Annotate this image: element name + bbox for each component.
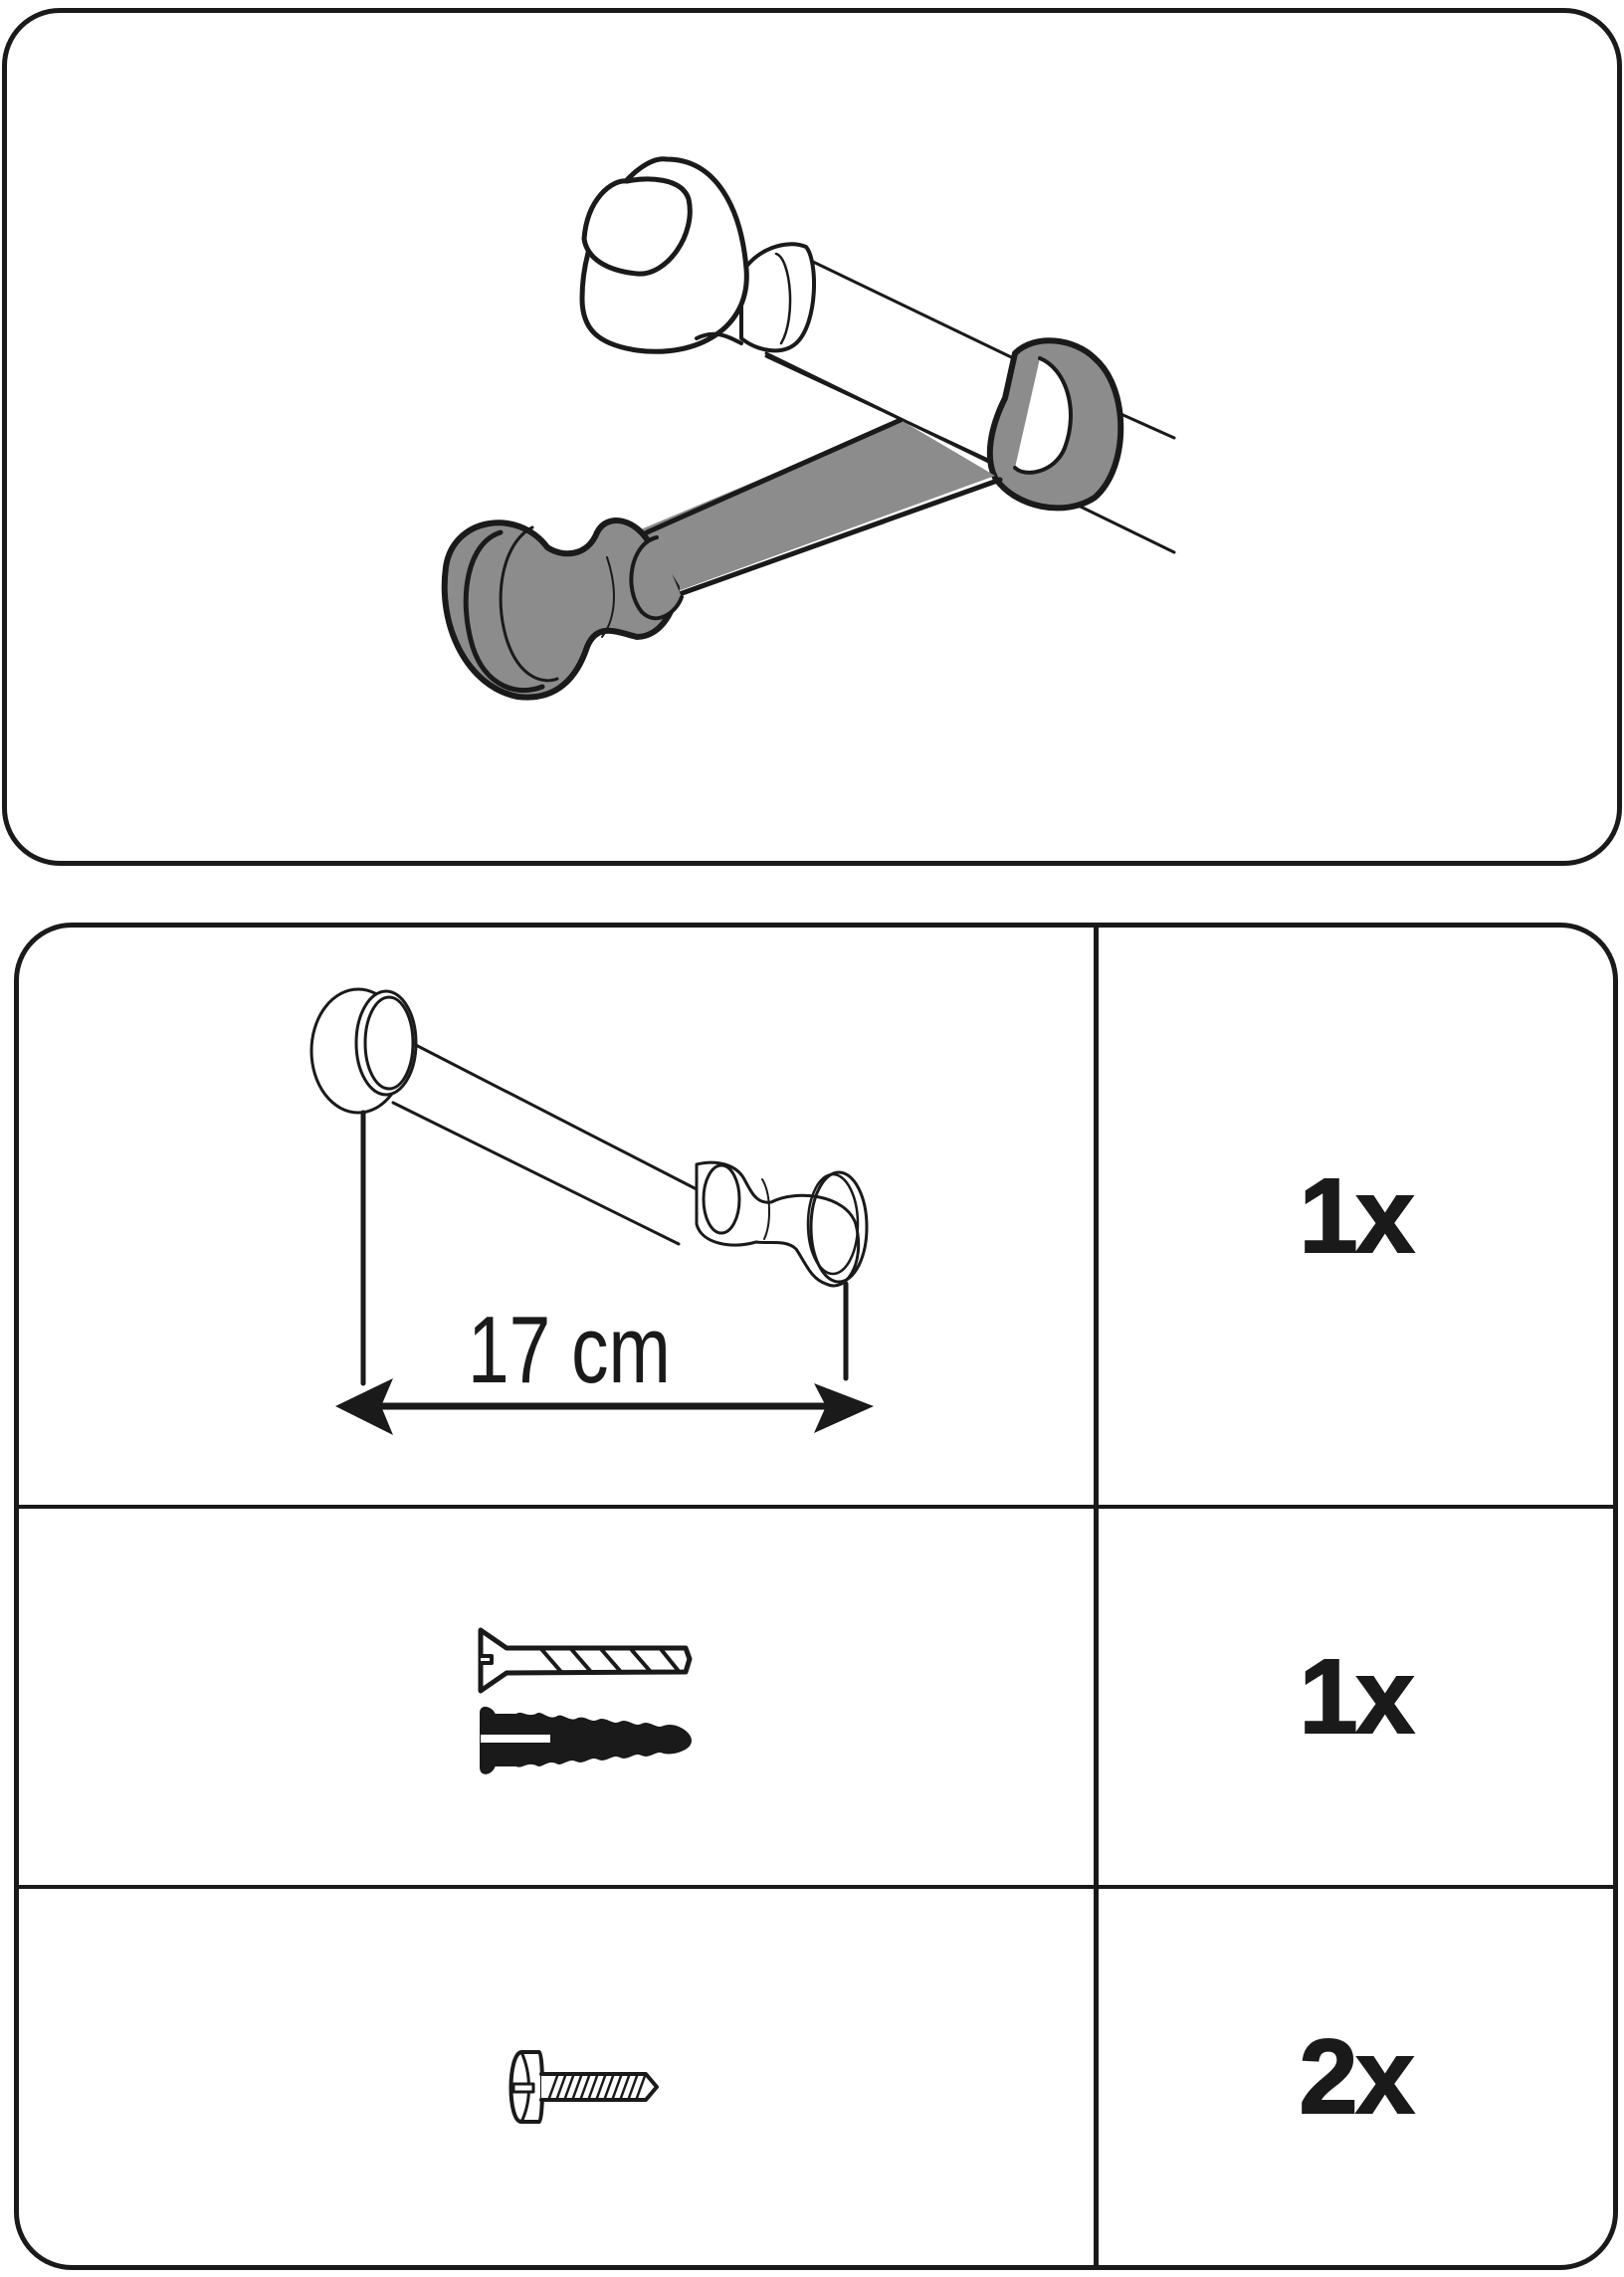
quantity-label: 1x bbox=[1299, 1637, 1416, 1757]
row-divider bbox=[19, 1885, 1613, 1889]
set-screw-icon bbox=[508, 2050, 659, 2124]
wall-bracket-icon bbox=[309, 987, 874, 1435]
hero-illustration-panel bbox=[2, 8, 1622, 866]
row-divider bbox=[19, 1505, 1613, 1509]
screw-and-plug-icon bbox=[478, 1627, 693, 1774]
dimension-label: 17 cm bbox=[468, 1297, 671, 1403]
quantity-label: 2x bbox=[1299, 2017, 1416, 2137]
bracket-with-rod-illustration bbox=[441, 156, 1176, 701]
parts-list-table: 17 cm 1x 1x 2x bbox=[14, 923, 1618, 2270]
column-divider bbox=[1094, 928, 1099, 2265]
quantity-label: 1x bbox=[1299, 1156, 1416, 1276]
